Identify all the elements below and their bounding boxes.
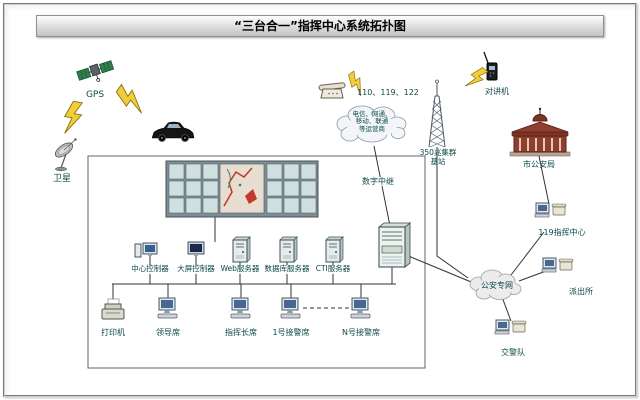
title-banner: “三台合一”指挥中心系统拓扑图 — [36, 15, 604, 37]
cluster-tower-label: 350兆集群 基站 — [419, 148, 457, 166]
diagram-title: “三台合一”指挥中心系统拓扑图 — [234, 19, 406, 33]
carrier-cloud-label: 电信、网通、 移动、联通 等运营商 — [352, 110, 392, 133]
outer-frame — [3, 3, 637, 397]
commander-seat-label: 指挥长席 — [224, 328, 258, 338]
lightning-gps-satellite — [60, 99, 85, 137]
cti-server-label: CTI服务器 — [314, 264, 352, 274]
center-controller-label: 中心控制器 — [130, 264, 170, 274]
satellite-dish-icon — [54, 138, 77, 172]
database-server-label: 数据库服务器 — [263, 264, 311, 274]
police-station-label: 派出所 — [569, 287, 593, 296]
communication-server-icon — [377, 222, 412, 268]
traffic-police-label: 交警队 — [501, 348, 525, 357]
digital-trunk-label: 数字中继 — [361, 177, 395, 187]
walkie-talkie-label: 对讲机 — [485, 87, 509, 96]
big-screen-controller-label: 大屏控制器 — [176, 264, 216, 274]
commander-seat-icon — [230, 297, 251, 319]
center-controller-icon — [134, 242, 158, 258]
patrol-car-icon — [151, 121, 195, 142]
cti-server-icon — [325, 236, 344, 263]
alarm-seat-1-label: 1号接警席 — [271, 328, 311, 338]
traffic-police-icon — [494, 319, 527, 335]
leader-seat-icon — [157, 297, 178, 319]
gps-label: GPS — [85, 90, 105, 100]
web-server-label: Web服务器 — [219, 264, 261, 274]
police-bureau-label: 市公安局 — [523, 160, 555, 169]
walkie-talkie-icon — [483, 51, 498, 81]
police-bureau-building-icon — [509, 107, 571, 157]
printer-icon — [101, 298, 125, 320]
satellite-label: 卫星 — [52, 174, 72, 184]
printer-label: 打印机 — [100, 328, 126, 338]
wireless-links — [60, 64, 490, 137]
alarm-seat-n-label: N号接警席 — [341, 328, 381, 338]
database-server-icon — [279, 236, 298, 263]
alarm-seat-n-icon — [350, 297, 371, 319]
fire-command-center-label: 119指挥中心 — [538, 228, 586, 237]
fire-command-center-icon — [534, 202, 567, 218]
alarm-numbers-label: 110、119、122 — [357, 88, 419, 97]
web-server-icon — [232, 236, 251, 263]
alarm-seat-1-icon — [280, 297, 301, 319]
map-screen — [219, 163, 265, 214]
big-screen-controller-icon — [187, 241, 205, 256]
police-network-cloud — [469, 269, 522, 300]
police-station-icon — [541, 257, 574, 273]
leader-seat-label: 领导席 — [155, 328, 181, 338]
lightning-gps-car — [112, 82, 151, 117]
gps-satellite-icon — [76, 60, 115, 82]
police-network-label: 公安专网 — [481, 281, 513, 290]
alarm-phone-icon — [318, 82, 346, 99]
cluster-tower-icon — [428, 79, 446, 148]
video-wall — [165, 160, 319, 218]
carrier-cloud — [336, 105, 407, 143]
